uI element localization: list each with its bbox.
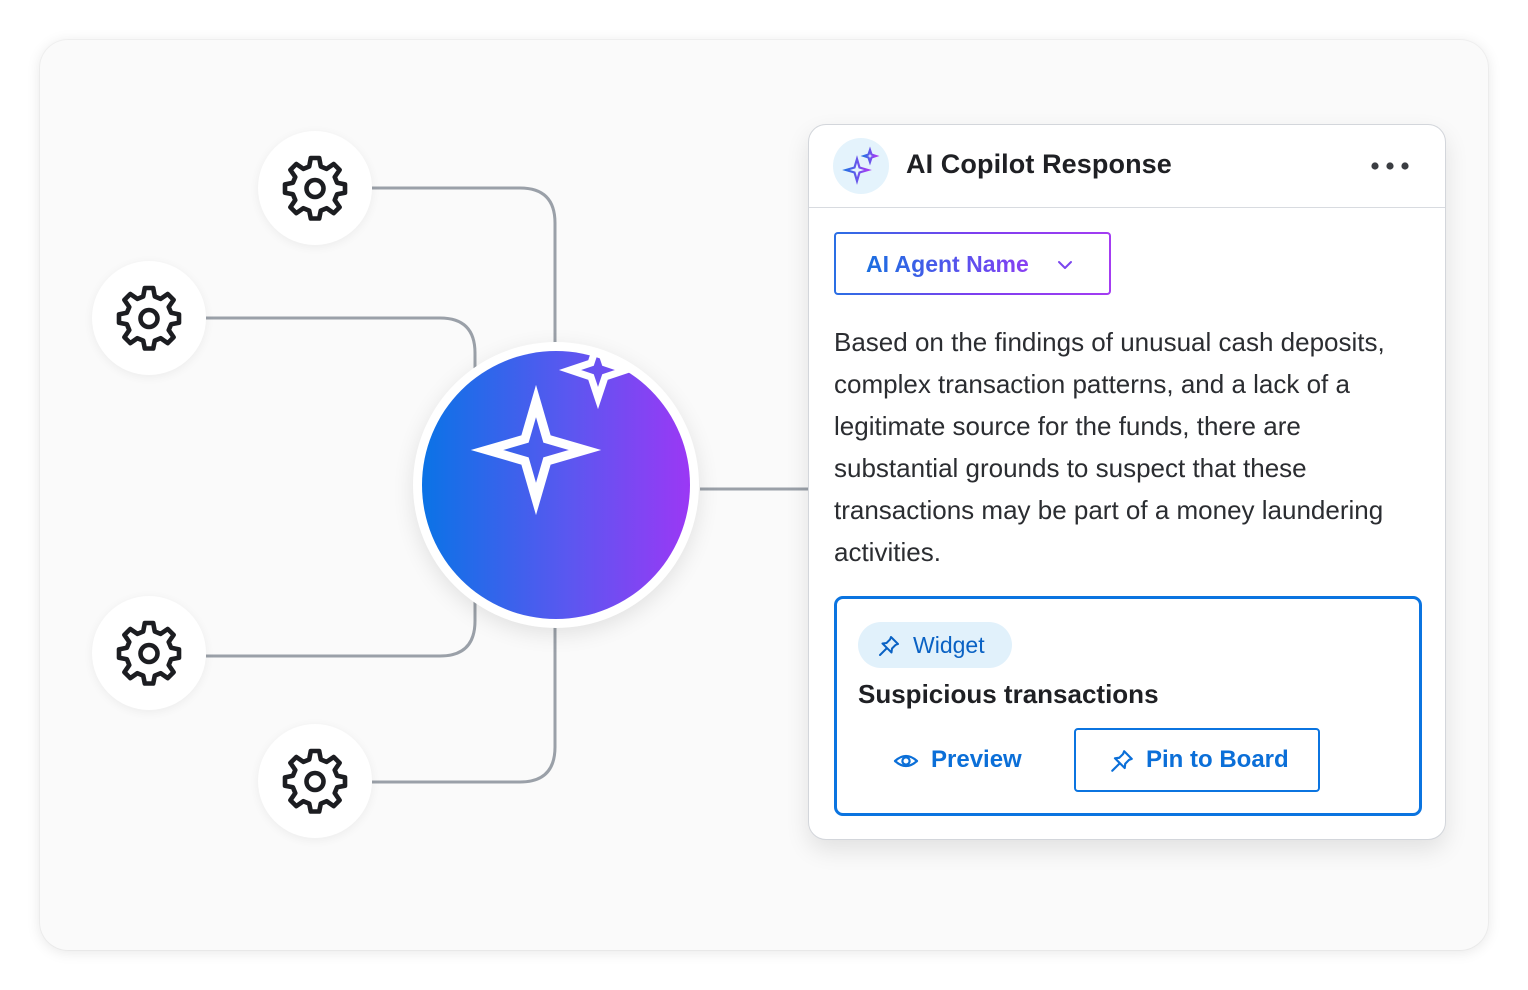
pin-icon (879, 636, 899, 656)
ai-hub-gradient (422, 330, 690, 619)
chevron-down-icon (1058, 261, 1072, 269)
ai-hub-node[interactable] (413, 330, 699, 628)
gear-node-lower[interactable] (92, 596, 206, 710)
response-text: Based on the findings of unusual cash de… (834, 327, 1385, 567)
widget-title: Suspicious transactions (858, 679, 1159, 709)
gear-node-top[interactable] (258, 131, 372, 245)
gear-node-upper[interactable] (92, 261, 206, 375)
eye-icon (893, 754, 919, 768)
preview-button-label: Preview (931, 746, 1022, 773)
gear-icon (116, 620, 182, 686)
widget-chip-label: Widget (913, 632, 985, 658)
card-header: AI Copilot Response (809, 125, 1445, 208)
ai-copilot-card: AI Copilot Response AI Agent Name Based … (808, 124, 1446, 840)
gear-icon (116, 285, 182, 351)
pin-to-board-label: Pin to Board (1146, 746, 1289, 773)
ai-sparkle-icon (842, 146, 880, 185)
pin-icon (1111, 750, 1133, 772)
widget-panel: Widget Suspicious transactions Preview P… (834, 596, 1422, 816)
more-horizontal-icon (1371, 162, 1409, 170)
pin-to-board-button[interactable]: Pin to Board (1074, 728, 1320, 792)
gear-icon (282, 748, 348, 814)
widget-chip: Widget (858, 622, 1012, 668)
preview-button[interactable]: Preview (883, 739, 1033, 783)
gear-node-bottom[interactable] (258, 724, 372, 838)
ai-sparkle-icon (470, 330, 638, 516)
header-icon-badge (833, 138, 889, 194)
ai-agent-dropdown[interactable]: AI Agent Name (834, 232, 1111, 295)
ai-agent-dropdown-value: AI Agent Name (866, 251, 1029, 277)
card-title: AI Copilot Response (906, 149, 1172, 179)
gear-icon (282, 155, 348, 221)
more-options-button[interactable] (1365, 153, 1415, 179)
